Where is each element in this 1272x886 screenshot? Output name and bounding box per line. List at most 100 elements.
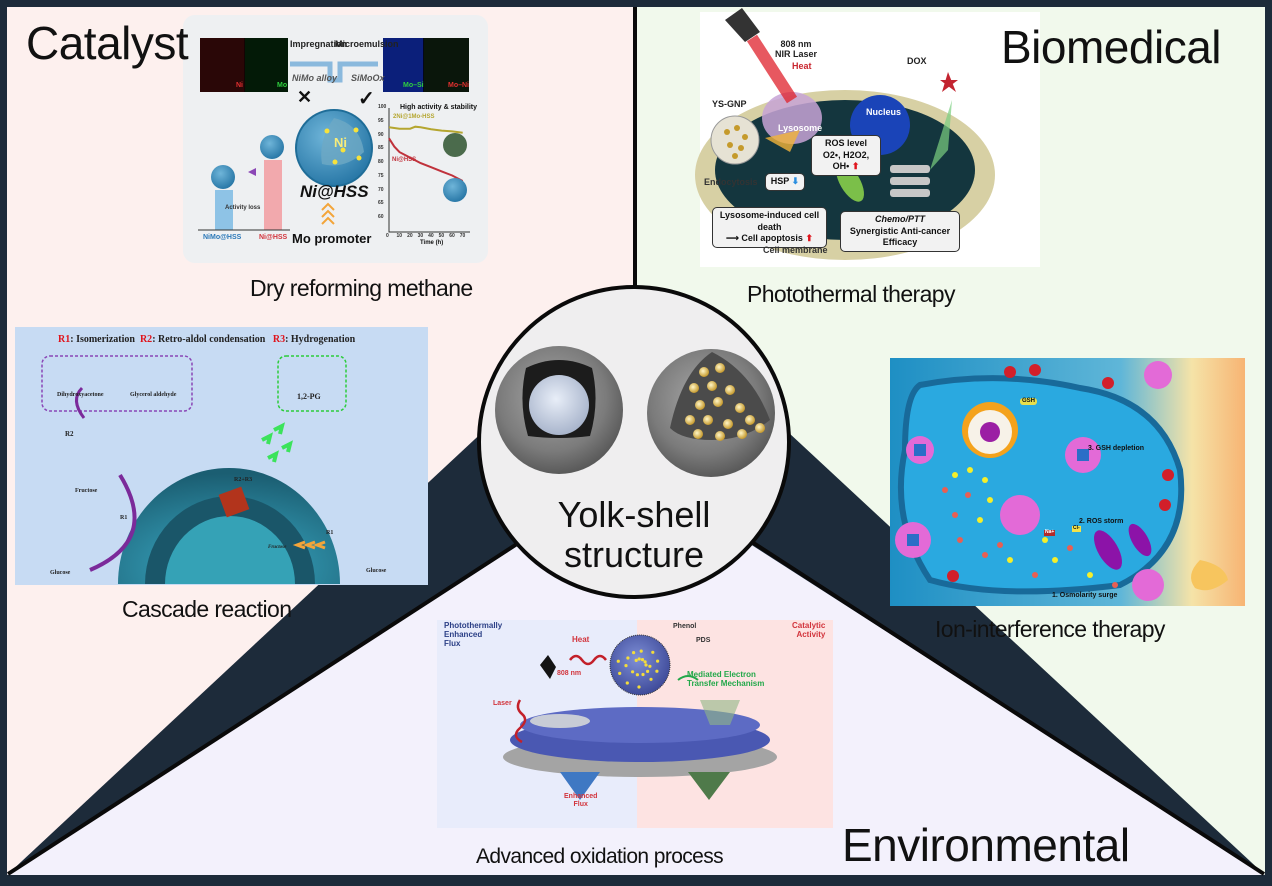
label-dihydroxyacetone: Dihydroxyacetone (57, 392, 104, 398)
gold-nanoparticle (745, 415, 755, 425)
aop-dot (631, 670, 635, 674)
chart-x-tick: 0 (386, 233, 389, 239)
ion-particle (1052, 557, 1058, 563)
caption-photothermal: Photothermal therapy (747, 281, 956, 307)
aop-dot (634, 658, 638, 663)
label-glucose-right: Glucose (366, 568, 387, 574)
reaction-legend: R1: Isomerization R2: Retro-aldol conden… (58, 334, 356, 345)
section-title-environmental: Environmental (842, 819, 1130, 871)
ion-interference-figure (890, 358, 1245, 606)
aop-dot (651, 650, 655, 654)
label-enhanced-flux: Enhanced Flux (564, 793, 598, 808)
chart-y-tick: 80 (378, 159, 384, 166)
gold-nanoparticle (715, 363, 725, 373)
gold-nanoparticle (689, 383, 699, 393)
label-fructose: Fructose (75, 488, 98, 494)
label-r2-r3: R2+R3 (234, 477, 253, 483)
label-ys-gnp: YS-GNP (712, 99, 747, 109)
label-nimo-hss-bar: NiMo@HSS (203, 234, 242, 241)
label-glucose-left: Glucose (50, 570, 71, 576)
gold-nanoparticle (693, 429, 703, 439)
chart-x-tick: 10 (396, 233, 403, 239)
ion-particle (952, 512, 958, 518)
label-impregnation: Impregnation (290, 39, 348, 49)
center-label-line2: structure (563, 534, 705, 576)
chart-series-ni-hss (388, 137, 464, 182)
label-lysosome: Lysosome (778, 123, 823, 133)
aop-sphere-dots (616, 649, 660, 689)
chart-y-tick: 100 (378, 104, 387, 110)
check-icon: ✓ (358, 88, 375, 110)
label-activity-loss: Activity loss (225, 205, 261, 211)
ion-particle (982, 477, 988, 483)
label-ros-storm: 2. ROS storm (1079, 518, 1124, 525)
aop-dot (632, 651, 636, 655)
label-nimo-alloy: NiMo alloy (292, 73, 338, 83)
section-title-biomedical: Biomedical (1001, 21, 1222, 73)
chart-x-axis-label: Time (h) (420, 240, 444, 246)
ion-particle (1067, 545, 1073, 551)
gold-nanoparticle (703, 415, 713, 425)
label-mo-ni-map: Mo–Ni (448, 82, 469, 89)
ion-particle (1042, 537, 1048, 543)
center-label-line1: Yolk-shell (557, 494, 711, 535)
label-na-ion: Na+ (1044, 529, 1056, 536)
gold-nanoparticles (685, 363, 765, 441)
label-mo-map: Mo (277, 82, 288, 89)
aop-dot (646, 669, 650, 674)
label-laser-aop: Laser (493, 700, 512, 707)
ion-particle (997, 542, 1003, 548)
gold-nanoparticle (735, 403, 745, 413)
chart-x-tick: 20 (407, 233, 413, 239)
label-catalytic-activity: Catalytic Activity (792, 621, 826, 639)
label-ni-hss: Ni@HSS (300, 182, 369, 201)
aop-dot (637, 657, 641, 661)
ion-particles (942, 467, 1118, 588)
label-photothermal-flux: Photothermally Enhanced Flux (444, 621, 503, 648)
ion-particle (965, 492, 971, 498)
section-title-catalyst: Catalyst (26, 17, 189, 69)
label-simoox: SiMoOx (351, 73, 385, 83)
aop-dot (649, 677, 653, 681)
divider-right (750, 540, 1266, 876)
aop-dot (626, 656, 630, 660)
label-phenol: Phenol (673, 623, 697, 630)
chart-y-tick: 90 (378, 131, 384, 138)
center-label: Yolk-shell structure (504, 494, 764, 576)
label-dox: DOX (907, 56, 927, 66)
chart-y-tick: 85 (378, 145, 384, 152)
ion-particle (1032, 572, 1038, 578)
label-mo-si-map: Mo–Si (403, 82, 424, 89)
label-pds: PDS (696, 637, 711, 644)
aop-dot (616, 659, 620, 663)
ion-particle (967, 467, 973, 473)
ion-particle (1087, 572, 1093, 578)
aop-dot (644, 663, 648, 667)
gold-nanoparticle (707, 381, 717, 391)
label-met: Mediated Electron Transfer Mechanism (687, 670, 765, 688)
aop-dot (635, 673, 640, 677)
aop-dot (624, 664, 628, 668)
aop-dot (655, 669, 659, 673)
gold-nanoparticle (713, 397, 723, 407)
chart-y-tick: 65 (378, 200, 384, 207)
cascade-reaction-figure (15, 327, 428, 585)
aop-dot (640, 658, 645, 662)
ion-particle (977, 517, 983, 523)
label-r2-side: R2 (65, 430, 74, 438)
label-gsh-depletion: 3. GSH depletion (1088, 445, 1145, 452)
label-osmolarity-surge: 1. Osmolarity surge (1052, 592, 1118, 599)
aop-dot (641, 672, 645, 677)
dry-reforming-figure (183, 15, 488, 263)
label-1-2-pg: 1,2-PG (297, 392, 321, 401)
label-hsp: HSP ⬇ (765, 173, 805, 191)
chart-x-tick: 50 (438, 233, 445, 239)
label-ros-level: ROS level O2•, H2O2, OH• ⬆ (811, 135, 881, 177)
gold-nanoparticle (723, 419, 733, 429)
chart-x-tick: 60 (449, 233, 455, 239)
label-endocytosis: Endocytosis (704, 177, 758, 187)
chart-x-tick: 70 (459, 233, 466, 239)
aop-dot (643, 660, 647, 664)
caption-cascade: Cascade reaction (122, 596, 292, 622)
